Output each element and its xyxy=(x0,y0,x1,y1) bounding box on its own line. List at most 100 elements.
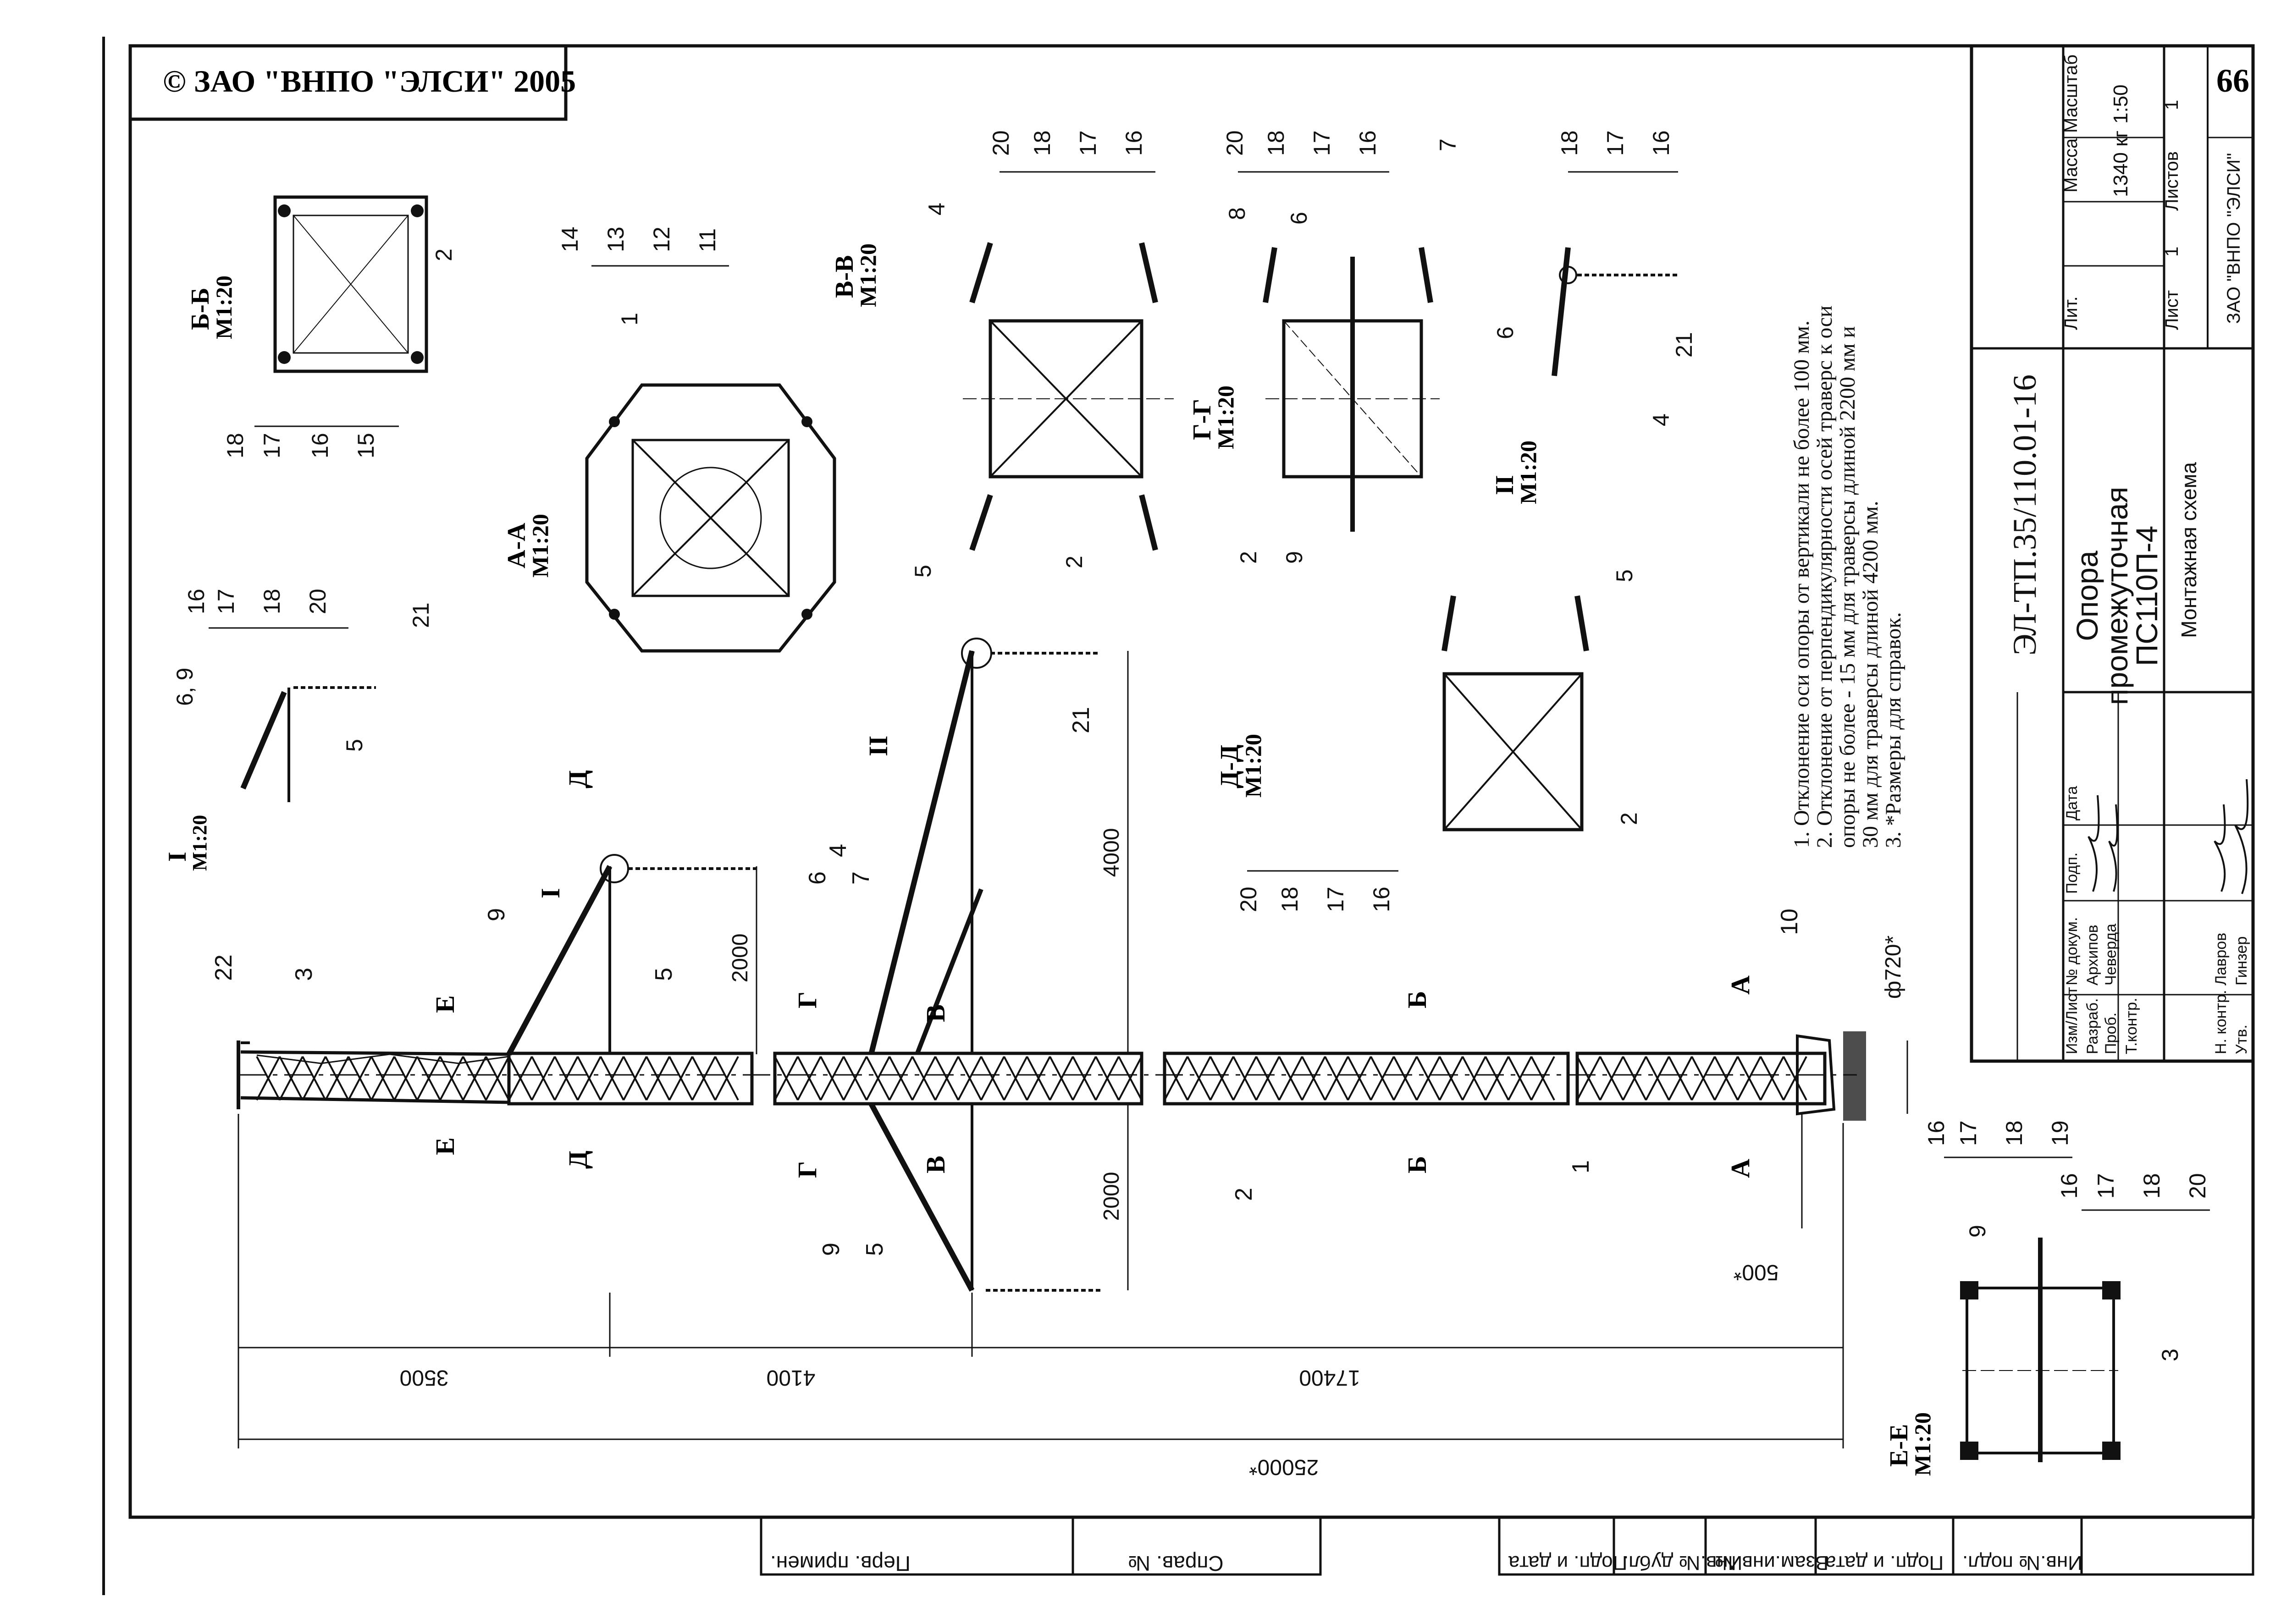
stack-bb-1: 18 xyxy=(222,433,248,458)
view-vv-scale: М1:20 xyxy=(855,243,881,307)
view-ii: II М1:20 6 4 21 18 17 16 xyxy=(1491,130,1697,504)
stamp-list: Лист xyxy=(2162,290,2182,330)
mark-G-top: Г xyxy=(792,991,822,1008)
lattice-pattern xyxy=(256,1056,1807,1101)
callout-6-gg: 6 xyxy=(1286,212,1312,225)
dimensions: 3500 4100 17400 25000* 2000 4000 2000 ф7… xyxy=(237,651,1908,1479)
signer-name-1: Архипов xyxy=(2084,925,2101,985)
stamp-sprav: Справ. № xyxy=(1128,1552,1224,1575)
stack-aa-4: 11 xyxy=(695,228,720,252)
dim-2000-upper: 2000 xyxy=(728,934,752,983)
stack-ii-3: 16 xyxy=(1648,130,1674,156)
callout-3-elev: 3 xyxy=(291,968,317,981)
signer-role-4: Н. контр. xyxy=(2212,990,2230,1054)
stack-bb: 18 17 16 15 xyxy=(222,425,399,458)
view-i: I М1:20 6, 9 5 21 16 17 18 20 xyxy=(163,589,434,871)
callout-6-elev: 6 xyxy=(804,871,831,885)
mark-V-top: В xyxy=(921,1004,950,1022)
view-gg: Г-Г М1:20 8 6 7 2 9 20 18 17 16 xyxy=(1188,130,1461,564)
view-dd-scale: М1:20 xyxy=(1240,734,1266,798)
stack-gg-2: 18 xyxy=(1263,130,1289,156)
stack-i: 16 17 18 20 xyxy=(183,589,348,629)
callout-22: 22 xyxy=(210,954,237,981)
note-2: 2. Отклонение от перпендикулярности осей… xyxy=(1812,305,1837,848)
view-i-scale: М1:20 xyxy=(188,815,211,871)
stack-bb-4: 15 xyxy=(353,433,379,458)
stack-aa-1: 14 xyxy=(557,226,583,252)
callout-7-elev: 7 xyxy=(848,871,874,885)
callout-2-bb: 2 xyxy=(431,248,457,261)
view-ii-title: II xyxy=(1491,475,1519,495)
view-aa: А-А М1:20 1 14 13 12 11 xyxy=(503,226,836,653)
note-1: 1. Отклонение оси опоры от вертикали не … xyxy=(1789,320,1814,848)
callout-21-elev: 21 xyxy=(1068,707,1094,733)
callout-1-elev: 1 xyxy=(1568,1160,1594,1173)
stack-gg: 20 18 17 16 xyxy=(1222,130,1389,173)
stack-ee1-1: 17 xyxy=(1955,1120,1981,1146)
view-aa-scale: М1:20 xyxy=(527,514,553,578)
view-i-title: I xyxy=(163,852,192,862)
stack-ii: 18 17 16 xyxy=(1557,130,1678,173)
callout-9-ee: 9 xyxy=(1965,1225,1990,1238)
callout-3-ee: 3 xyxy=(2157,1349,2183,1361)
callout-7-gg: 7 xyxy=(1435,138,1461,151)
callout-6-ii: 6 xyxy=(1492,326,1518,339)
brace-9-upper xyxy=(506,865,613,1056)
view-bb: Б-Б М1:20 2 18 17 16 15 xyxy=(186,195,457,458)
section-marks: Е Е Д Д I Г Г В В II Б Б А А xyxy=(430,736,1755,1178)
stamp-inv-dubl: Инв.№ дубл. xyxy=(1623,1552,1742,1574)
callout-16-i: 16 xyxy=(183,589,209,614)
stack-ee1-2: 18 xyxy=(2001,1120,2027,1146)
title-line-1: Опора xyxy=(2070,551,2104,641)
sheets-value: 1 xyxy=(2162,100,2182,110)
stack-gg-4: 16 xyxy=(1355,130,1381,156)
stamp-podp: Подп. xyxy=(2063,853,2081,894)
signature-1 xyxy=(2088,795,2100,892)
callout-5-vv: 5 xyxy=(910,565,936,578)
sheet-value: 1 xyxy=(2162,247,2182,257)
stack-gg-1: 20 xyxy=(1222,130,1248,156)
stack-ii-1: 18 xyxy=(1557,130,1582,156)
callout-16-ee2: 16 xyxy=(2056,1173,2082,1199)
bottom-stamp: Перв. примен. Справ. № Подп. и дата Инв.… xyxy=(760,1516,2254,1576)
view-vv: В-В М1:20 4 5 2 20 18 17 16 xyxy=(830,130,1174,578)
dim-500: 500* xyxy=(1734,1260,1779,1284)
stack-ee1-3: 19 xyxy=(2047,1120,2073,1146)
callout-9-upper: 9 xyxy=(483,908,510,921)
callout-16-ee1: 16 xyxy=(1923,1120,1949,1146)
callout-4-elev: 4 xyxy=(825,844,851,857)
signature-2 xyxy=(2108,804,2118,892)
stamp-data: Дата xyxy=(2063,786,2081,820)
brace-7 xyxy=(915,888,983,1055)
stack-dd-4: 16 xyxy=(1369,886,1394,912)
designation: ЭЛ-ТП.35/110.01-16 xyxy=(2006,374,2043,655)
stack-ee2-1: 17 xyxy=(2093,1173,2119,1199)
stack-vv: 20 18 17 16 xyxy=(988,130,1155,173)
elevation-callouts: 22 3 9 5 6 4 7 21 9 5 2 1 10 xyxy=(210,707,1803,1256)
stack-bb-3: 16 xyxy=(307,433,333,458)
signature-4 xyxy=(2234,779,2249,894)
stack-i-3: 20 xyxy=(305,589,331,614)
stamp-massa: Масса xyxy=(2061,138,2081,193)
stack-ee-2: 16 17 18 20 xyxy=(2056,1173,2210,1211)
signer-name-4: Лавров xyxy=(2212,933,2230,985)
mark-B-bottom: Б xyxy=(1402,1156,1432,1173)
view-ii-scale: М1:20 xyxy=(1515,440,1541,504)
stack-vv-1: 20 xyxy=(988,130,1014,156)
dim-4000: 4000 xyxy=(1099,828,1124,877)
view-bb-scale: М1:20 xyxy=(211,275,237,339)
callout-9-gg: 9 xyxy=(1281,551,1307,564)
view-bb-title: Б-Б xyxy=(186,287,215,330)
notes: 1. Отклонение оси опоры от вертикали не … xyxy=(1789,305,1905,848)
stack-ii-2: 17 xyxy=(1602,130,1628,156)
callout-9-lower: 9 xyxy=(818,1243,845,1256)
mark-V-bottom: В xyxy=(921,1156,950,1173)
title-line-2: промежуточная xyxy=(2100,487,2134,705)
view-ee-title: Е-Е xyxy=(1885,1424,1913,1467)
tower-elevation xyxy=(237,638,1866,1292)
stamp-vzam-inv: Взам.инв.№ xyxy=(1715,1552,1828,1574)
view-gg-scale: М1:20 xyxy=(1213,385,1238,449)
callout-1-aa: 1 xyxy=(617,313,642,325)
signer-name-5: Гинзер xyxy=(2233,936,2250,985)
